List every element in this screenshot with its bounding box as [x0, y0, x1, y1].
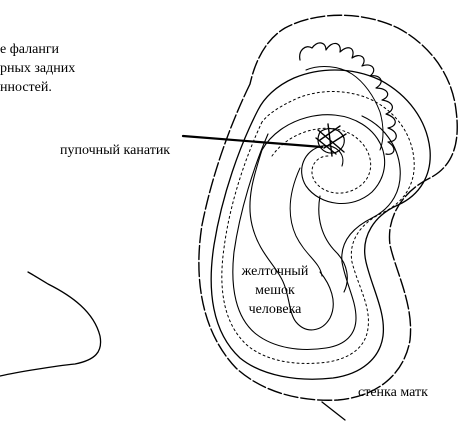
amnion-outline	[222, 92, 414, 364]
phalanges-label-line-1: е фаланги	[0, 40, 75, 59]
embryo-spiral-dotted	[272, 128, 371, 193]
yolk-sac-label: желточный мешок человека	[234, 262, 316, 319]
phalanges-label: е фаланги рных задних нностей.	[0, 40, 75, 97]
chorionic-villi	[300, 43, 397, 154]
yolk-sac-label-line-1: желточный	[234, 262, 316, 281]
uterine-wall-label: стенка матк	[358, 383, 428, 402]
umbilical-cord-leader	[183, 136, 322, 147]
uterine-wall-leader	[322, 402, 345, 420]
phalanges-label-line-2: рных задних	[0, 59, 75, 78]
embryo-limb	[290, 168, 322, 276]
yolk-sac-label-line-2: мешок	[234, 281, 316, 300]
uterine-wall-outline	[199, 15, 457, 400]
umbilical-cord-label: пупочный канатик	[60, 141, 170, 160]
phalanges-label-line-3: нностей.	[0, 78, 75, 97]
villi-inner-edge	[306, 67, 383, 150]
embryo-inner-fold-right	[319, 196, 347, 292]
yolk-sac-label-line-3: человека	[234, 300, 316, 319]
left-partial-sac-outline	[0, 272, 101, 376]
